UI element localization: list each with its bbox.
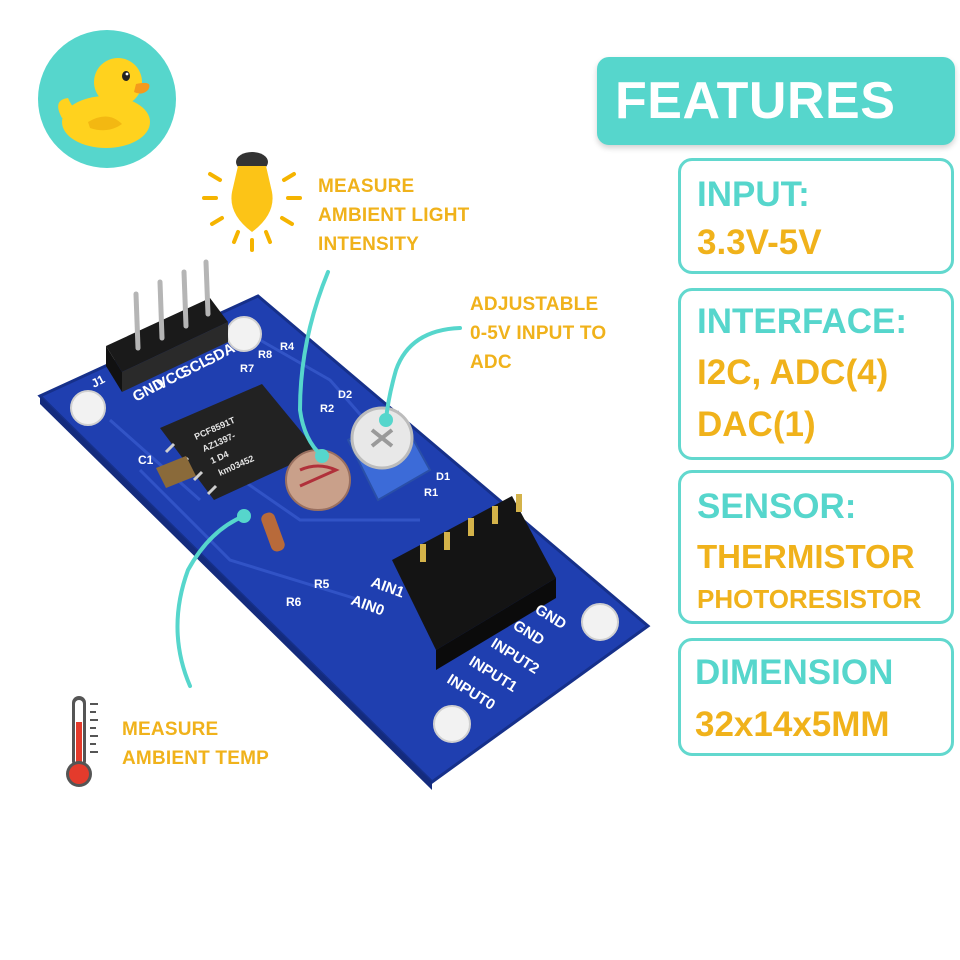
feature-sensor-box: SENSOR: THERMISTOR PHOTORESISTOR [678,470,954,624]
feature-dimension-label: DIMENSION [695,653,894,692]
feature-sensor-value-thermistor: THERMISTOR [697,538,915,575]
feature-interface-box: INTERFACE: I2C, ADC(4) DAC(1) [678,288,954,460]
feature-sensor-label: SENSOR: [697,487,857,526]
feature-sensor-value-photoresistor: PHOTORESISTOR [697,584,922,614]
leader-line-light [297,270,330,458]
feature-input-value: 3.3V-5V [697,223,822,262]
silk-r6: R6 [286,595,302,609]
feature-interface-label: INTERFACE: [697,302,907,341]
duck-logo-icon [38,30,176,168]
feature-dimension-value: 32x14x5MM [695,705,890,744]
features-title-banner: FEATURES [597,57,955,145]
silk-c1: C1 [138,453,154,467]
silk-r4: R4 [280,341,295,353]
features-title: FEATURES [615,72,896,130]
thermometer-icon [60,692,110,792]
feature-dimension-box: DIMENSION 32x14x5MM [678,638,954,756]
silk-r7: R7 [240,363,254,375]
silk-r8: R8 [258,349,272,361]
feature-input-label: INPUT: [697,175,810,214]
silk-d2: D2 [338,389,352,401]
silk-d1: D1 [436,471,450,483]
silk-r1: R1 [424,487,438,499]
feature-input-box: INPUT: 3.3V-5V [678,158,954,274]
pcb-module-image: GND VCC SCL SDA J1 C1 R5 R6 R7 R8 R1 R2 … [37,259,651,790]
silk-j1: J1 [89,372,108,391]
callout-light-intensity: MEASURE AMBIENT LIGHT INTENSITY [318,176,470,255]
callout-adjustable-input: ADJUSTABLE 0-5V INPUT TO ADC [470,294,607,373]
callout-ambient-temp: MEASURE AMBIENT TEMP [122,719,270,769]
feature-interface-value: I2C, ADC(4) DAC(1) [697,353,889,444]
light-bulb-icon [200,152,304,254]
leader-line-temp [175,514,246,688]
silk-r2: R2 [320,403,334,415]
leader-line-adjustable [384,326,462,422]
silk-r5: R5 [314,577,330,591]
pin-header [106,259,228,392]
